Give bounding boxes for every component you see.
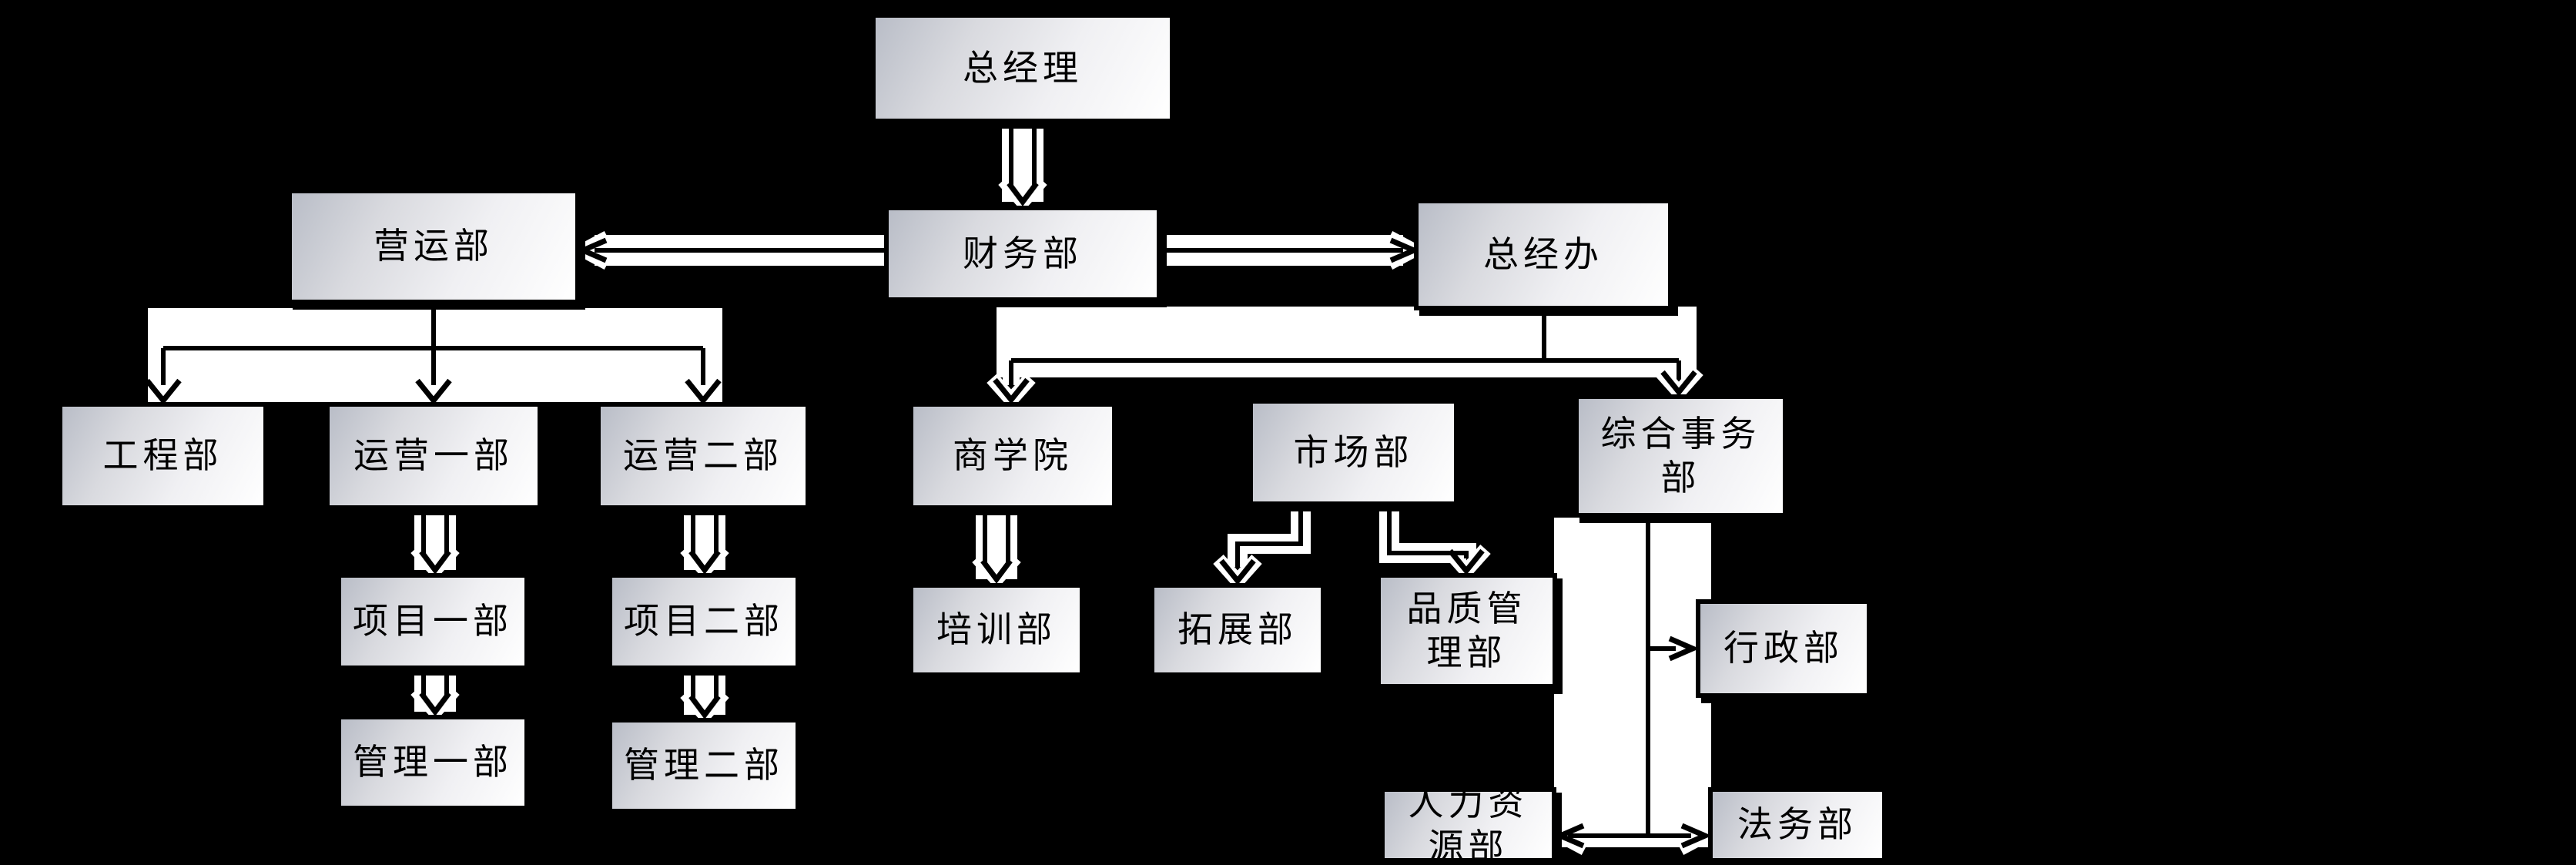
edge-school-to-training [980,510,1013,584]
node-label-operations-2-dept: 运营二部 [623,436,783,476]
node-management-1-dept: 管理一部 [337,715,529,810]
band-general-affairs-column-band [1554,518,1711,847]
node-general-affairs-dept: 综合事务 部 [1574,394,1787,518]
node-quality-mgmt-dept: 品质管 理部 [1376,573,1557,689]
node-general-manager: 总经理 [871,13,1174,123]
node-marketing-dept: 市场部 [1248,399,1459,506]
node-label-human-resources-dept: 人力资 源部 [1408,783,1529,865]
node-label-legal-dept: 法务部 [1737,805,1857,845]
node-label-business-school: 商学院 [953,436,1073,476]
node-label-management-1-dept: 管理一部 [353,743,513,783]
node-label-operations-1-dept: 运营一部 [353,436,514,476]
node-management-2-dept: 管理二部 [608,718,800,813]
node-label-expansion-dept: 拓展部 [1177,610,1298,650]
edge-operations-branch-tree [145,304,722,405]
edge-operations1-to-project1 [419,510,451,575]
node-operations-dept: 营运部 [287,189,580,304]
node-label-quality-mgmt-dept: 品质管 理部 [1406,588,1527,673]
node-label-marketing-dept: 市场部 [1293,432,1414,472]
edge-finance-to-operations [576,237,884,263]
node-gm-office: 总经办 [1414,199,1673,310]
edge-general-affairs-column [1553,518,1712,849]
node-label-management-2-dept: 管理二部 [624,746,784,786]
node-human-resources-dept: 人力资 源部 [1380,783,1556,865]
edge-project2-to-management2 [688,670,721,719]
node-administration-dept: 行政部 [1696,599,1871,698]
node-label-general-affairs-dept: 综合事务 部 [1600,414,1761,498]
node-label-engineering-dept: 工程部 [102,436,223,476]
node-legal-dept: 法务部 [1708,787,1887,863]
node-label-general-manager: 总经理 [963,48,1083,88]
node-label-administration-dept: 行政部 [1723,629,1844,669]
node-training-dept: 培训部 [909,583,1084,677]
node-engineering-dept: 工程部 [58,402,268,510]
node-expansion-dept: 拓展部 [1150,583,1325,677]
node-business-school: 商学院 [909,402,1117,510]
node-operations-1-dept: 运营一部 [325,402,542,510]
edge-gm-office-branch-tree [993,310,1697,404]
node-label-operations-dept: 营运部 [374,226,494,267]
edge-operations2-to-project2 [688,510,721,575]
node-label-project-1-dept: 项目一部 [353,602,513,642]
node-project-2-dept: 项目二部 [608,573,800,670]
node-operations-2-dept: 运营二部 [596,402,810,510]
node-label-finance-dept: 财务部 [963,233,1083,273]
node-finance-dept: 财务部 [884,206,1161,302]
edge-marketing-to-quality [1387,506,1485,575]
node-label-project-2-dept: 项目二部 [624,602,784,642]
node-label-training-dept: 培训部 [936,610,1057,650]
edge-marketing-to-expansion [1219,506,1303,585]
node-project-1-dept: 项目一部 [337,573,529,670]
edge-project1-to-management1 [419,670,451,716]
edge-gm-to-finance [1007,123,1039,206]
node-label-gm-office: 总经办 [1483,234,1603,274]
